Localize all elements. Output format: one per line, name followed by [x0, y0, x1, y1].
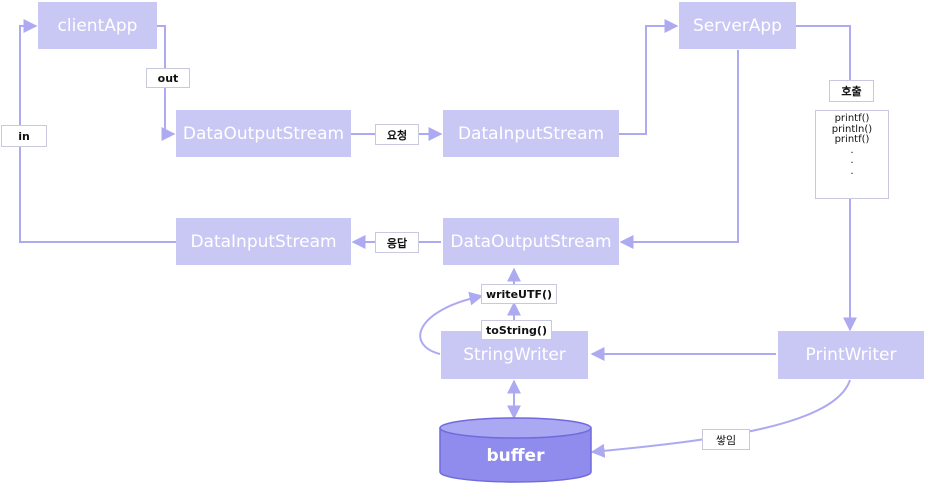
- buffer-label: buffer: [486, 446, 545, 466]
- server-app-node: ServerApp: [679, 2, 796, 49]
- call-item: printf(): [834, 134, 870, 145]
- accumulate-label: 쌓임: [702, 429, 750, 450]
- server-output-stream-label: DataOutputStream: [450, 231, 612, 252]
- client-input-stream-label: DataInputStream: [190, 231, 337, 252]
- string-writer-node: StringWriter: [441, 331, 588, 379]
- to-string-label: toString(): [481, 320, 552, 340]
- out-label: out: [146, 68, 190, 88]
- print-writer-node: PrintWriter: [778, 331, 924, 379]
- print-writer-label: PrintWriter: [805, 345, 897, 365]
- server-input-stream-label: DataInputStream: [457, 123, 605, 144]
- server-output-stream-node: DataOutputStream: [443, 218, 619, 265]
- edge-server-out: [619, 50, 739, 249]
- edge-call: [796, 25, 851, 80]
- client-app-node: clientApp: [38, 2, 157, 49]
- client-input-stream-node: DataInputStream: [176, 218, 351, 265]
- request-label: 요청: [375, 124, 419, 145]
- response-label: 응답: [375, 232, 419, 253]
- call-item: .: [850, 144, 854, 156]
- call-list: printf() println() printf() . . .: [815, 110, 889, 199]
- client-app-label: clientApp: [57, 15, 138, 36]
- call-item: .: [850, 155, 854, 166]
- call-label: 호출: [829, 80, 874, 102]
- edge-accumulate: [590, 379, 851, 458]
- client-output-stream-node: DataOutputStream: [176, 110, 351, 157]
- server-app-label: ServerApp: [693, 15, 782, 36]
- edge-loop: [419, 291, 484, 355]
- string-writer-label: StringWriter: [463, 345, 566, 365]
- in-label: in: [1, 125, 47, 147]
- server-input-stream-node: DataInputStream: [443, 110, 619, 157]
- call-item: println(): [831, 123, 873, 135]
- edge-to-server: [619, 19, 679, 135]
- write-utf-label: writeUTF(): [481, 284, 557, 304]
- call-item: .: [850, 165, 854, 177]
- call-item: printf(): [834, 113, 870, 124]
- buffer-cylinder: [439, 417, 592, 483]
- client-output-stream-label: DataOutputStream: [182, 123, 345, 144]
